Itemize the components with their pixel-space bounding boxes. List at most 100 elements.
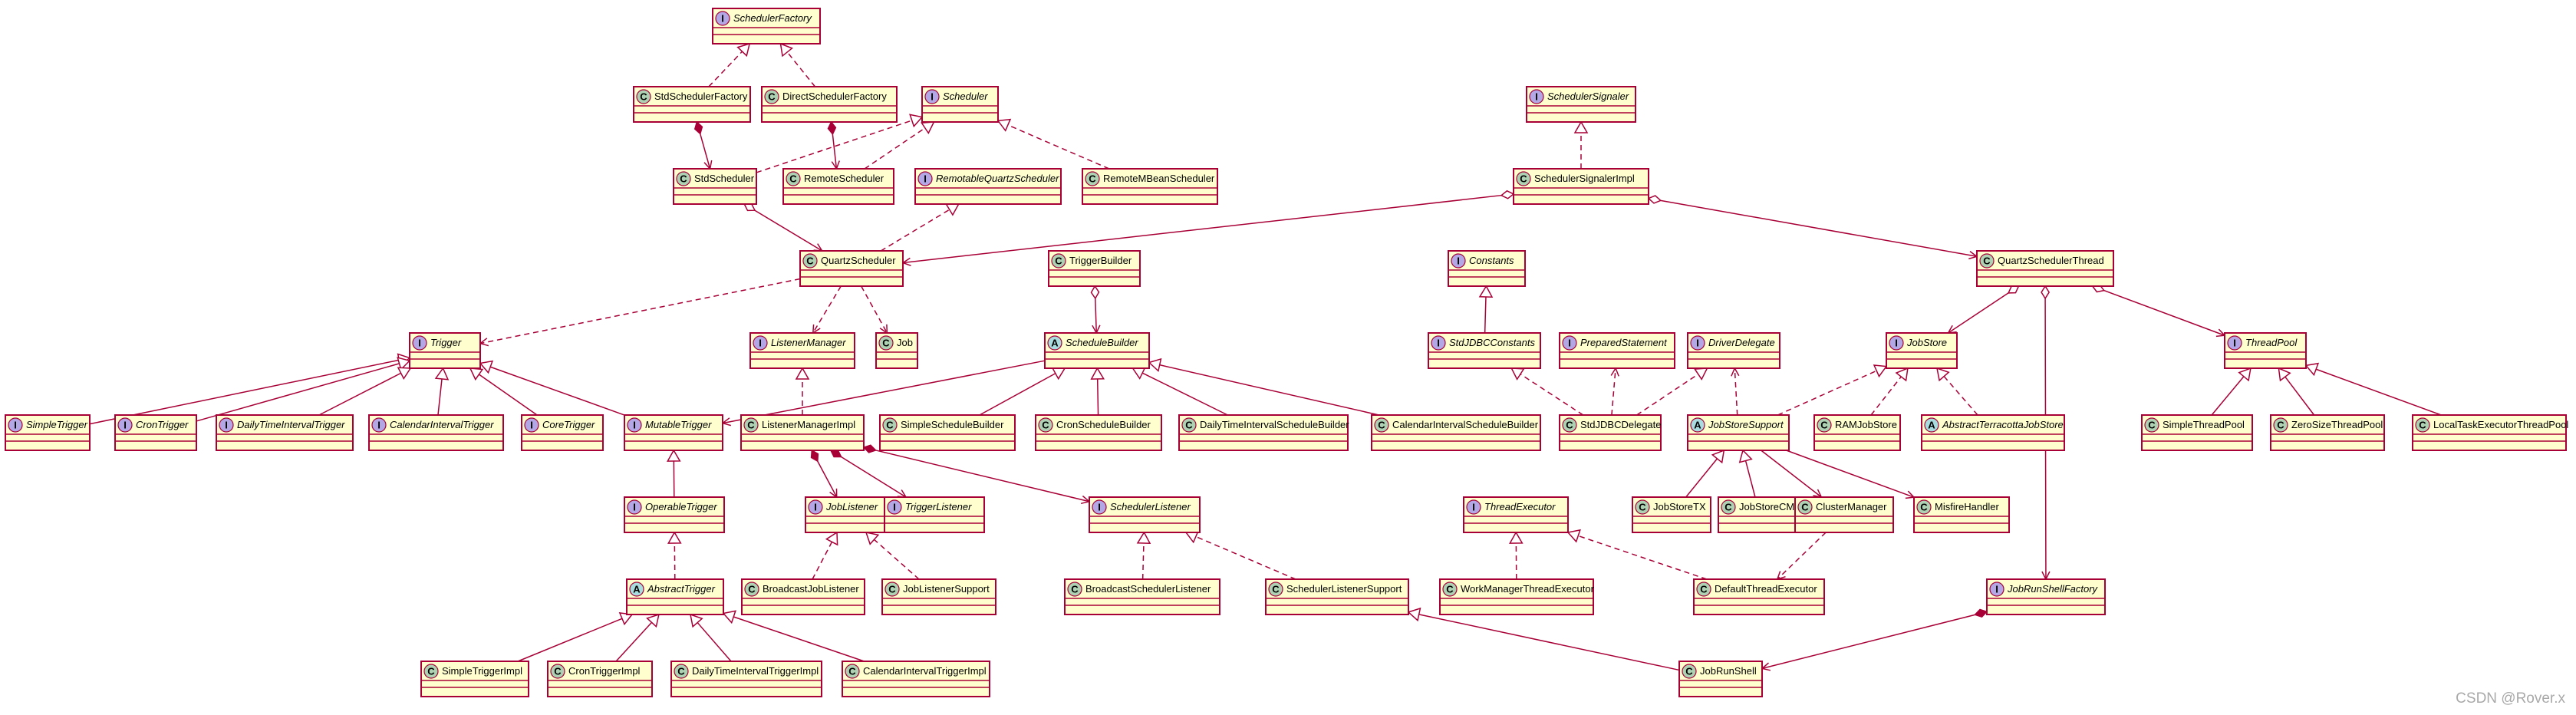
edge-line (1007, 124, 1110, 170)
inheritance-arrowhead (479, 360, 494, 374)
svg-text:I: I (14, 420, 17, 431)
class-name: JobStoreTX (1653, 501, 1706, 512)
edge-line (754, 209, 823, 252)
watermark: CSDN @Rover.x (2456, 690, 2565, 707)
svg-text:I: I (124, 420, 127, 431)
interface-icon: I (627, 499, 642, 515)
class-name: Job (897, 337, 913, 348)
class-name: CronScheduleBuilder (1056, 419, 1151, 430)
svg-text:C: C (2277, 420, 2284, 431)
edge-scheduler-listener-support-to-scheduler-listener (1184, 530, 1296, 580)
inheritance-arrowhead (865, 531, 880, 545)
interface-icon: I (1451, 253, 1466, 269)
inheritance-arrowhead (795, 367, 810, 380)
class-box-frame (1813, 414, 1901, 451)
class-box-frame (1559, 332, 1675, 369)
class-name: JobRunShell (1700, 665, 1757, 677)
svg-text:I: I (931, 91, 934, 103)
class-icon: C (1797, 499, 1813, 515)
interface-icon: I (219, 417, 234, 433)
class-name: RemoteScheduler (804, 173, 884, 184)
inheritance-arrowhead (690, 613, 703, 628)
class-name: SimpleTrigger (26, 419, 88, 430)
svg-text:I: I (225, 420, 228, 431)
composition-diamond (862, 444, 877, 453)
class-name: OperableTrigger (645, 501, 717, 512)
class-box-simple-trigger[interactable]: I SimpleTrigger (5, 414, 91, 451)
class-icon: C (1067, 582, 1082, 597)
interface-icon: I (1889, 335, 1904, 351)
edge-std-jdbc-delegate-to-prepared-statement (1610, 367, 1619, 416)
svg-text:C: C (1724, 502, 1732, 513)
interface-icon: I (808, 499, 823, 515)
edge-line (1943, 376, 1978, 416)
edge-line (861, 285, 888, 334)
edge-core-trigger-to-trigger (469, 367, 538, 416)
class-box-frame (749, 332, 855, 369)
svg-text:A: A (1928, 420, 1935, 431)
